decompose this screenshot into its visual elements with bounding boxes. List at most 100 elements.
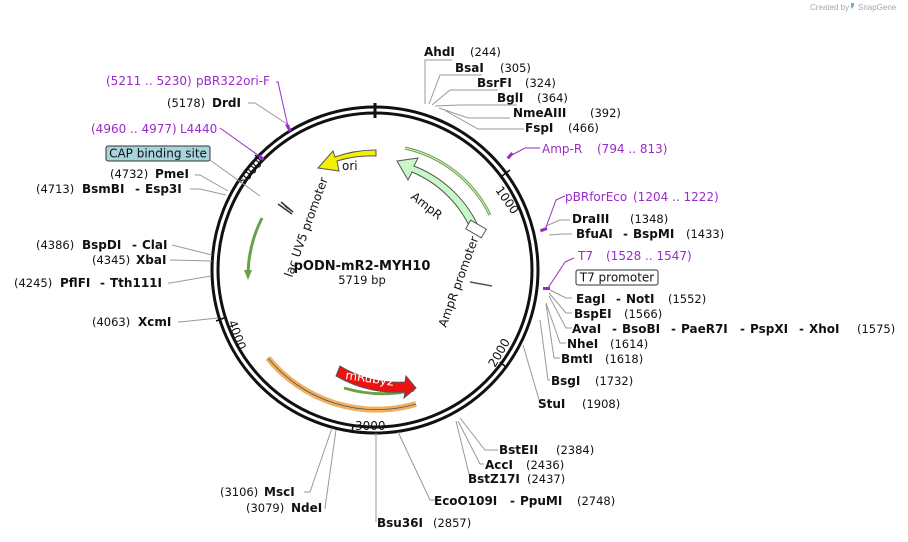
- svg-text:-: -: [132, 238, 137, 252]
- enzyme-bsgi[interactable]: BsgI (1732): [551, 374, 633, 388]
- svg-text:StuI: StuI: [538, 397, 565, 411]
- primer-t7[interactable]: T7 (1528 .. 1547): [577, 249, 692, 263]
- svg-text:NheI: NheI: [567, 337, 598, 351]
- svg-text:FspI: FspI: [525, 121, 553, 135]
- svg-text:PspXI: PspXI: [750, 322, 788, 336]
- enzyme-acci[interactable]: AccI (2436): [485, 458, 564, 472]
- left-primer-arc: [246, 217, 264, 277]
- enzyme-pmei[interactable]: (4732) PmeI: [110, 167, 189, 181]
- enzyme-bsteii[interactable]: BstEII (2384): [499, 443, 594, 457]
- svg-text:-: -: [740, 322, 745, 336]
- svg-text:(466): (466): [568, 121, 599, 135]
- svg-text:(1618): (1618): [605, 352, 643, 366]
- enzyme-bspei[interactable]: BspEI (1566): [574, 307, 662, 321]
- svg-text:MscI: MscI: [264, 485, 295, 499]
- svg-text:BstZ17I: BstZ17I: [468, 472, 520, 486]
- svg-text:BspEI: BspEI: [574, 307, 612, 321]
- svg-text:PmeI: PmeI: [155, 167, 189, 181]
- feature-ampr[interactable]: AmpR: [396, 157, 481, 233]
- t7-promoter-glyph: [469, 281, 493, 287]
- svg-text:-: -: [510, 494, 515, 508]
- tick-5000: 5000: [235, 154, 265, 189]
- enzyme-bspdi[interactable]: (4386) BspDI - ClaI: [36, 238, 167, 252]
- svg-text:BsrFI: BsrFI: [477, 76, 512, 90]
- svg-text:AhdI: AhdI: [424, 45, 455, 59]
- enzyme-bsrfi[interactable]: BsrFI (324): [477, 76, 556, 90]
- svg-text:(2436): (2436): [526, 458, 564, 472]
- feature-mruby2[interactable]: mRuby2: [335, 365, 417, 400]
- enzyme-drdi[interactable]: (5178) DrdI: [167, 96, 241, 110]
- enzyme-bsu36i[interactable]: Bsu36I (2857): [377, 516, 471, 530]
- svg-text:(2857): (2857): [433, 516, 471, 530]
- enzyme-bmti[interactable]: BmtI (1618): [561, 352, 643, 366]
- primer-l4440[interactable]: (4960 .. 4977) L4440: [91, 122, 217, 136]
- svg-text:(4345): (4345): [92, 253, 130, 267]
- svg-text:(1614): (1614): [610, 337, 648, 351]
- enzyme-nhei[interactable]: NheI (1614): [567, 337, 648, 351]
- svg-text:AvaI: AvaI: [572, 322, 601, 336]
- feature-cap-site[interactable]: CAP binding site: [105, 145, 211, 162]
- svg-text:3000: 3000: [355, 419, 386, 433]
- enzyme-fspi[interactable]: FspI (466): [525, 121, 599, 135]
- svg-text:-: -: [616, 292, 621, 306]
- enzyme-bsai[interactable]: BsaI (305): [455, 61, 531, 75]
- enzyme-ndei[interactable]: (3079) NdeI: [246, 501, 322, 515]
- enzyme-pflfi[interactable]: (4245) PflFI - Tth111I: [14, 276, 162, 290]
- enzyme-xbai[interactable]: (4345) XbaI: [92, 253, 166, 267]
- feature-ampr-promoter-label: AmpR promoter: [436, 235, 482, 329]
- enzyme-leader-lines: [168, 59, 572, 522]
- enzyme-eco0109i[interactable]: EcoO109I - PpuMI (2748): [434, 494, 615, 508]
- svg-text:BstEII: BstEII: [499, 443, 538, 457]
- plasmid-length: 5719 bp: [338, 273, 386, 287]
- svg-text:PflFI: PflFI: [60, 276, 90, 290]
- svg-text:XbaI: XbaI: [136, 253, 166, 267]
- enzyme-bsmbi[interactable]: (4713) BsmBI - Esp3I: [36, 182, 182, 196]
- enzyme-bgli[interactable]: BglI (364): [497, 91, 568, 105]
- svg-text:PpuMI: PpuMI: [520, 494, 562, 508]
- primer-pbr322ori[interactable]: (5211 .. 5230) pBR322ori-F: [106, 74, 270, 88]
- svg-text:ClaI: ClaI: [142, 238, 167, 252]
- ampr-promoter-box: [465, 219, 487, 239]
- enzyme-draiii[interactable]: DraIII (1348): [572, 212, 668, 226]
- snapgene-logo-icon: [851, 3, 854, 9]
- svg-text:(4960 .. 4977): (4960 .. 4977): [91, 122, 177, 136]
- svg-text:(1575): (1575): [857, 322, 895, 336]
- feature-t7-promoter-label: T7 promoter: [579, 271, 655, 285]
- ampr-primer-arc-inner: [404, 147, 491, 216]
- svg-text:BfuAI: BfuAI: [576, 227, 613, 241]
- enzyme-msci[interactable]: (3106) MscI: [220, 485, 295, 499]
- svg-text:(4063): (4063): [92, 315, 130, 329]
- enzyme-avai[interactable]: AvaI - BsoBI - PaeR7I - PspXI - XhoI (15…: [572, 322, 895, 336]
- svg-text:(1348): (1348): [630, 212, 668, 226]
- svg-text:(5178): (5178): [167, 96, 205, 110]
- svg-text:Tth111I: Tth111I: [110, 276, 162, 290]
- svg-text:-: -: [135, 182, 140, 196]
- svg-text:(1433): (1433): [686, 227, 724, 241]
- svg-text:(3106): (3106): [220, 485, 258, 499]
- enzyme-xcmi[interactable]: (4063) XcmI: [92, 315, 171, 329]
- feature-ori[interactable]: ori: [317, 149, 377, 173]
- credit-prefix: Created by: [810, 3, 849, 12]
- svg-text:NdeI: NdeI: [291, 501, 322, 515]
- enzyme-ahdi[interactable]: AhdI (244): [424, 45, 501, 59]
- enzyme-bfuai[interactable]: BfuAI - BspMI (1433): [576, 227, 724, 241]
- svg-text:BsmBI: BsmBI: [82, 182, 124, 196]
- enzyme-eagi[interactable]: EagI - NotI (1552): [576, 292, 706, 306]
- svg-text:-: -: [799, 322, 804, 336]
- svg-text:(4713): (4713): [36, 182, 74, 196]
- primer-ampr[interactable]: Amp-R (794 .. 813): [542, 142, 667, 156]
- svg-text:(3079): (3079): [246, 501, 284, 515]
- lac-uv5-glyph: [277, 201, 294, 215]
- svg-text:(2384): (2384): [556, 443, 594, 457]
- feature-t7-promoter[interactable]: T7 promoter: [575, 269, 659, 286]
- svg-text:(4386): (4386): [36, 238, 74, 252]
- enzyme-stui[interactable]: StuI (1908): [538, 397, 620, 411]
- svg-text:Bsu36I: Bsu36I: [377, 516, 423, 530]
- enzyme-nmeaiii[interactable]: NmeAIII (392): [513, 106, 621, 120]
- svg-text:XcmI: XcmI: [138, 315, 171, 329]
- svg-text:pBRforEco: pBRforEco: [565, 190, 627, 204]
- enzyme-bstz17i[interactable]: BstZ17I (2437): [468, 472, 565, 486]
- tick-3000: 3000: [351, 419, 386, 434]
- svg-text:BmtI: BmtI: [561, 352, 593, 366]
- primer-pbrforeco[interactable]: pBRforEco (1204 .. 1222): [565, 190, 719, 204]
